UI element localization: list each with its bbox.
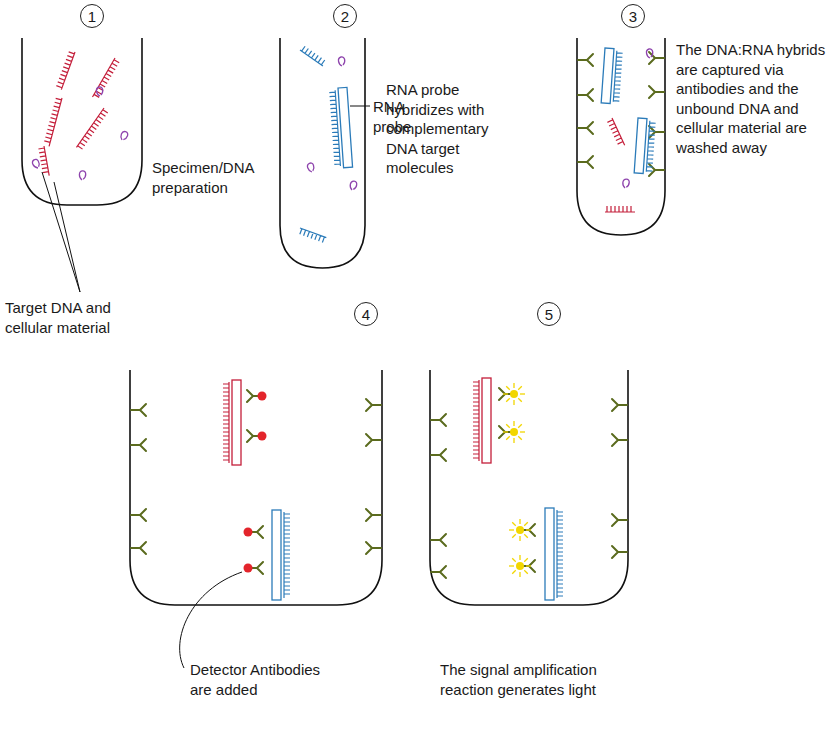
cellular-material: [349, 180, 358, 191]
step-number-text: 5: [545, 307, 553, 322]
dna-strand: [38, 146, 49, 177]
test-tube: [430, 370, 628, 605]
capture-antibody: [431, 534, 446, 546]
capture-antibody: [366, 509, 381, 521]
step-number: 4: [354, 302, 378, 326]
capture-antibody: [649, 126, 664, 138]
tubes-art: [22, 38, 665, 668]
cellular-material: [307, 163, 315, 173]
step-number-text: 3: [629, 9, 637, 24]
caption-text: Target DNA and cellular material: [5, 298, 143, 337]
capture-antibody: [612, 434, 627, 446]
step-number-text: 1: [88, 9, 96, 24]
light-burst: [509, 519, 531, 541]
dna-rna-hybrid: [601, 48, 623, 104]
step-number: 2: [333, 4, 357, 28]
dna-strand: [56, 50, 75, 90]
cellular-material: [119, 130, 129, 141]
dna-strand: [43, 96, 62, 146]
capture-antibody: [649, 52, 664, 64]
light-burst: [503, 383, 525, 405]
capture-antibody: [431, 566, 446, 578]
dna-rna-hybrid: [473, 378, 491, 463]
detector-label: [258, 392, 267, 401]
detector-label: [244, 528, 253, 537]
capture-antibody: [366, 399, 381, 411]
cellular-material: [79, 170, 87, 180]
detector-label: [258, 432, 267, 441]
dna-strand: [607, 118, 625, 148]
light-burst: [503, 421, 525, 443]
test-tube: [130, 370, 382, 605]
capture-antibody: [578, 89, 593, 101]
capture-antibody: [612, 546, 627, 558]
dna-rna-hybrid: [272, 510, 290, 600]
caption-text: Specimen/DNA preparation: [152, 158, 270, 197]
dna-rna-hybrid: [634, 118, 656, 174]
dna-strand: [76, 108, 108, 151]
caption-text: The signal amplification reaction genera…: [440, 660, 645, 699]
step-number-text: 2: [341, 9, 349, 24]
capture-antibody: [578, 122, 593, 134]
caption-text: RNA probe hybridizes with complementary …: [386, 80, 514, 178]
caption-text: The DNA:RNA hybrids are captured via ant…: [676, 40, 834, 157]
detector-label: [244, 564, 253, 573]
cellular-material: [96, 87, 102, 96]
capture-antibody: [131, 439, 146, 451]
cellular-material: [622, 178, 630, 188]
test-tube: [577, 38, 665, 235]
test-tube: [22, 38, 142, 205]
capture-antibody: [612, 514, 627, 526]
dna-rna-hybrid: [545, 508, 563, 600]
dna-strand: [605, 206, 635, 212]
capture-antibody: [366, 542, 381, 554]
capture-antibody: [578, 156, 593, 168]
capture-antibody: [578, 54, 593, 66]
dna-rna-hybrid: [329, 87, 353, 168]
cellular-material: [32, 158, 41, 169]
dna-rna-hybrid: [223, 380, 241, 465]
step-number: 1: [80, 4, 104, 28]
capture-antibody: [649, 86, 664, 98]
dna-strand: [298, 228, 326, 243]
test-tube: [280, 38, 365, 268]
leader-line: [180, 572, 242, 668]
step-number: 5: [537, 302, 561, 326]
light-burst: [509, 555, 531, 577]
dna-strand: [300, 45, 326, 66]
caption-text: Detector Antibodies are added: [190, 660, 342, 699]
capture-antibody: [366, 434, 381, 446]
cellular-material: [338, 57, 344, 66]
cellular-material: [646, 49, 652, 58]
capture-antibody: [431, 449, 446, 461]
leader-line: [42, 172, 80, 292]
capture-antibody: [131, 542, 146, 554]
step-number-text: 4: [362, 307, 370, 322]
capture-antibody: [612, 399, 627, 411]
dna-strand: [93, 58, 121, 100]
leader-line: [350, 106, 370, 107]
capture-antibody: [131, 509, 146, 521]
capture-antibody: [431, 414, 446, 426]
capture-antibody: [131, 404, 146, 416]
step-number: 3: [621, 4, 645, 28]
capture-antibody: [649, 164, 664, 176]
